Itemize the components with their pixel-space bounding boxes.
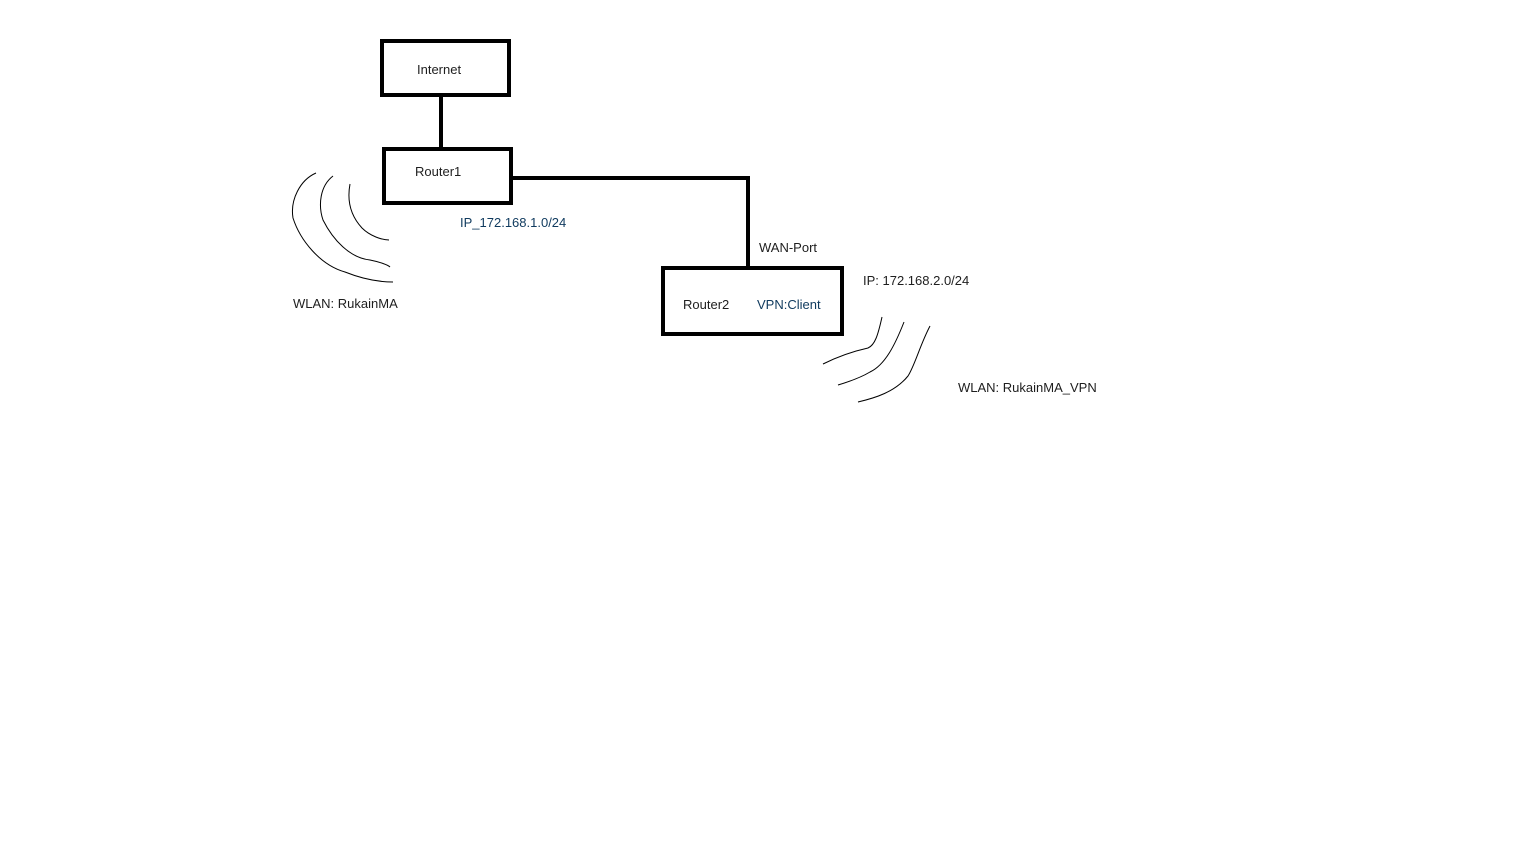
router1-label: Router1	[415, 164, 462, 179]
wifi-waves-router2	[822, 316, 931, 403]
router1-ip-label: IP_172.168.1.0/24	[460, 215, 567, 230]
internet-label: Internet	[417, 62, 462, 77]
router2-label: Router2	[683, 297, 730, 312]
router2-box	[661, 266, 844, 336]
wan-port-label: WAN-Port	[759, 240, 818, 255]
wlan2-label: WLAN: RukainMA_VPN	[958, 380, 1097, 395]
wlan1-label: WLAN: RukainMA	[293, 296, 398, 311]
router2-role-label: VPN:Client	[757, 297, 821, 312]
router2-ip-label: IP: 172.168.2.0/24	[863, 273, 970, 288]
wifi-waves-router1	[291, 172, 394, 283]
internet-box	[380, 39, 511, 97]
router1-router2-link	[511, 176, 750, 268]
